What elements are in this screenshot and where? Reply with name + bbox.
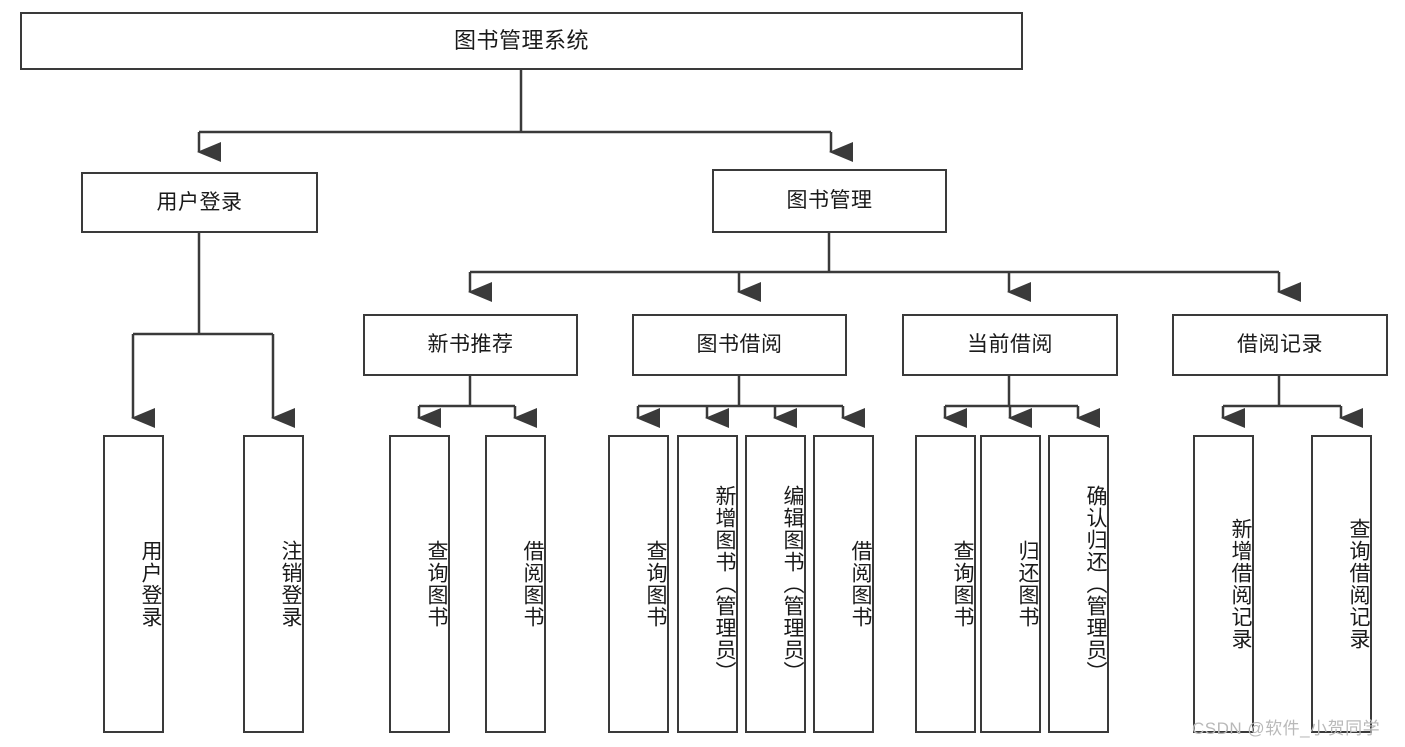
leaf-borrow-record-query-record[interactable]: 查询借阅记录 — [1311, 435, 1372, 733]
leaf-book-borrow-edit-book-admin[interactable]: 编辑图书（管理员） — [745, 435, 806, 733]
node-borrow-record[interactable]: 借阅记录 — [1172, 314, 1388, 376]
leaf-new-book-borrow-book[interactable]: 借阅图书 — [485, 435, 546, 733]
node-book-borrow[interactable]: 图书借阅 — [632, 314, 847, 376]
node-current-borrow[interactable]: 当前借阅 — [902, 314, 1118, 376]
leaf-borrow-record-add-record[interactable]: 新增借阅记录 — [1193, 435, 1254, 733]
leaf-book-borrow-add-book-admin[interactable]: 新增图书（管理员） — [677, 435, 738, 733]
leaf-book-borrow-borrow-book[interactable]: 借阅图书 — [813, 435, 874, 733]
node-root-library-system[interactable]: 图书管理系统 — [20, 12, 1023, 70]
leaf-current-borrow-return-book[interactable]: 归还图书 — [980, 435, 1041, 733]
csdn-watermark: CSDN @软件_小贺同学 — [1192, 719, 1381, 738]
node-new-book-recommend[interactable]: 新书推荐 — [363, 314, 578, 376]
node-user-login[interactable]: 用户登录 — [81, 172, 318, 233]
leaf-current-borrow-confirm-return-admin[interactable]: 确认归还（管理员） — [1048, 435, 1109, 733]
leaf-current-borrow-query-book[interactable]: 查询图书 — [915, 435, 976, 733]
leaf-new-book-query-book[interactable]: 查询图书 — [389, 435, 450, 733]
leaf-user-login-login[interactable]: 用户登录 — [103, 435, 164, 733]
node-book-management[interactable]: 图书管理 — [712, 169, 947, 233]
leaf-user-login-logout[interactable]: 注销登录 — [243, 435, 304, 733]
leaf-book-borrow-query-book[interactable]: 查询图书 — [608, 435, 669, 733]
